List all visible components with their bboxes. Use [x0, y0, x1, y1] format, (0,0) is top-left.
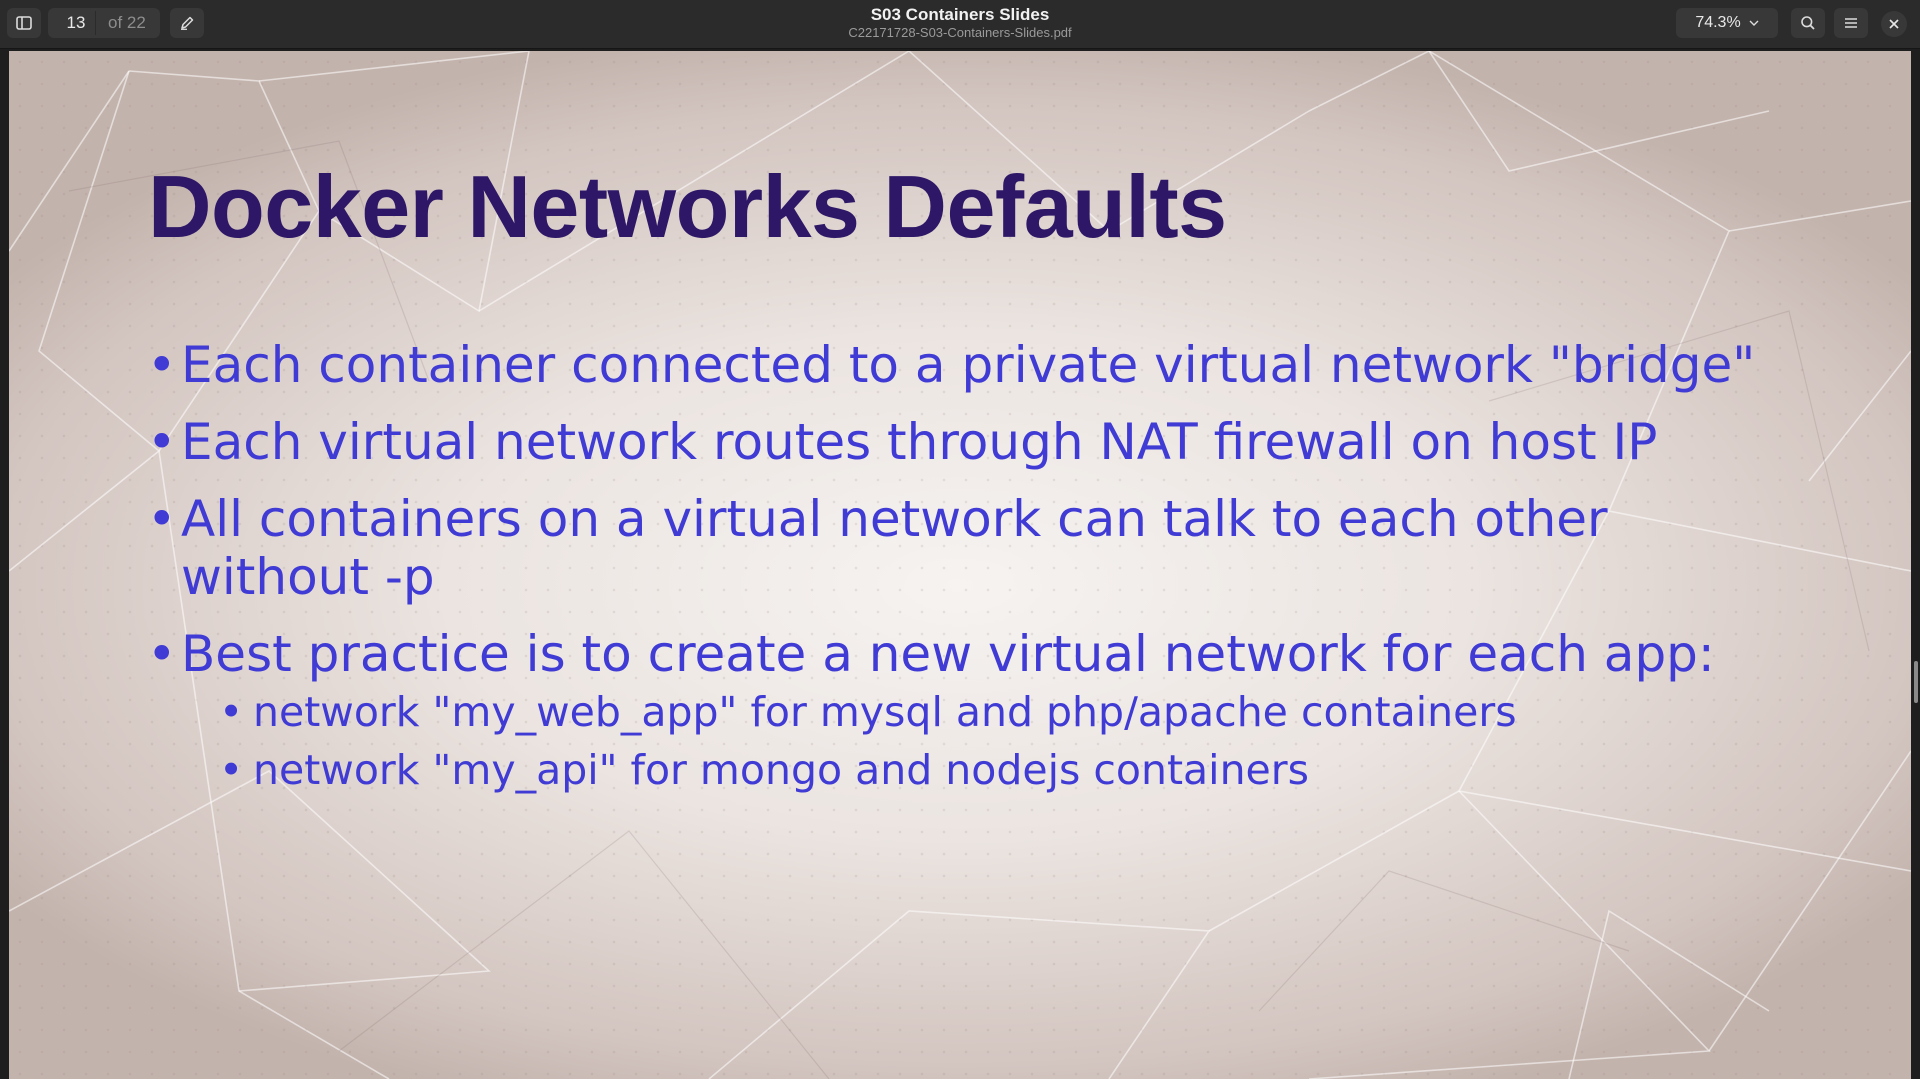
bullet-marker: •: [147, 413, 177, 471]
bullet-marker: •: [147, 625, 177, 683]
bullet-text: Best practice is to create a new virtual…: [181, 625, 1715, 683]
slide-title: Docker Networks Defaults: [148, 157, 1227, 256]
viewer-header: 13 of 22 S03 Containers Slides C22171728…: [0, 0, 1920, 49]
main-menu-button[interactable]: [1834, 8, 1868, 38]
annotate-button[interactable]: [170, 8, 204, 38]
bullet-item: • Each container connected to a private …: [147, 336, 1847, 394]
search-icon: [1800, 15, 1816, 31]
document-filename: C22171728-S03-Containers-Slides.pdf: [848, 25, 1072, 40]
search-button[interactable]: [1791, 8, 1825, 38]
bullet-text: All containers on a virtual network can …: [181, 490, 1608, 606]
sub-bullet-item: • network "my_web_app" for mysql and php…: [219, 683, 1847, 741]
document-title: S03 Containers Slides: [870, 5, 1050, 24]
close-icon: [1889, 19, 1899, 29]
zoom-dropdown[interactable]: 74.3%: [1676, 8, 1778, 38]
sidebar-toggle-icon: [16, 16, 32, 30]
close-button[interactable]: [1881, 11, 1907, 37]
bullet-text: Each container connected to a private vi…: [181, 336, 1756, 394]
slide-dot-pattern: [9, 51, 1911, 1079]
page-number-input[interactable]: 13: [66, 13, 86, 32]
pen-icon: [179, 15, 195, 31]
bullet-marker: •: [147, 336, 177, 394]
sub-bullet-marker: •: [219, 688, 244, 736]
bullet-item: • All containers on a virtual network ca…: [147, 490, 1741, 606]
document-title-block: S03 Containers Slides C22171728-S03-Cont…: [760, 4, 1160, 41]
bullet-item: • Each virtual network routes through NA…: [147, 413, 1847, 471]
bullet-marker: •: [147, 490, 177, 548]
vertical-scrollbar-thumb[interactable]: [1914, 661, 1918, 703]
bullet-text: Each virtual network routes through NAT …: [181, 413, 1658, 471]
chevron-down-icon: [1749, 20, 1759, 26]
page-box-divider: [95, 11, 96, 35]
sub-bullet-marker: •: [219, 746, 244, 794]
hamburger-menu-icon: [1844, 17, 1858, 29]
page-number-control[interactable]: 13 of 22: [48, 8, 160, 38]
zoom-level: 74.3%: [1695, 14, 1741, 31]
sub-bullet-item: • network "my_api" for mongo and nodejs …: [219, 741, 1847, 799]
page-total-label: of 22: [108, 13, 146, 32]
pdf-page: Docker Networks Defaults • Each containe…: [9, 51, 1911, 1079]
slide-background-lines: [9, 51, 1911, 1079]
document-viewer[interactable]: Docker Networks Defaults • Each containe…: [0, 49, 1920, 1079]
sidebar-toggle-button[interactable]: [7, 8, 41, 38]
bullet-list: • Each container connected to a private …: [147, 336, 1847, 799]
sub-bullet-text: network "my_api" for mongo and nodejs co…: [253, 746, 1309, 794]
bullet-item: • Best practice is to create a new virtu…: [147, 625, 1847, 683]
sub-bullet-text: network "my_web_app" for mysql and php/a…: [253, 688, 1517, 736]
